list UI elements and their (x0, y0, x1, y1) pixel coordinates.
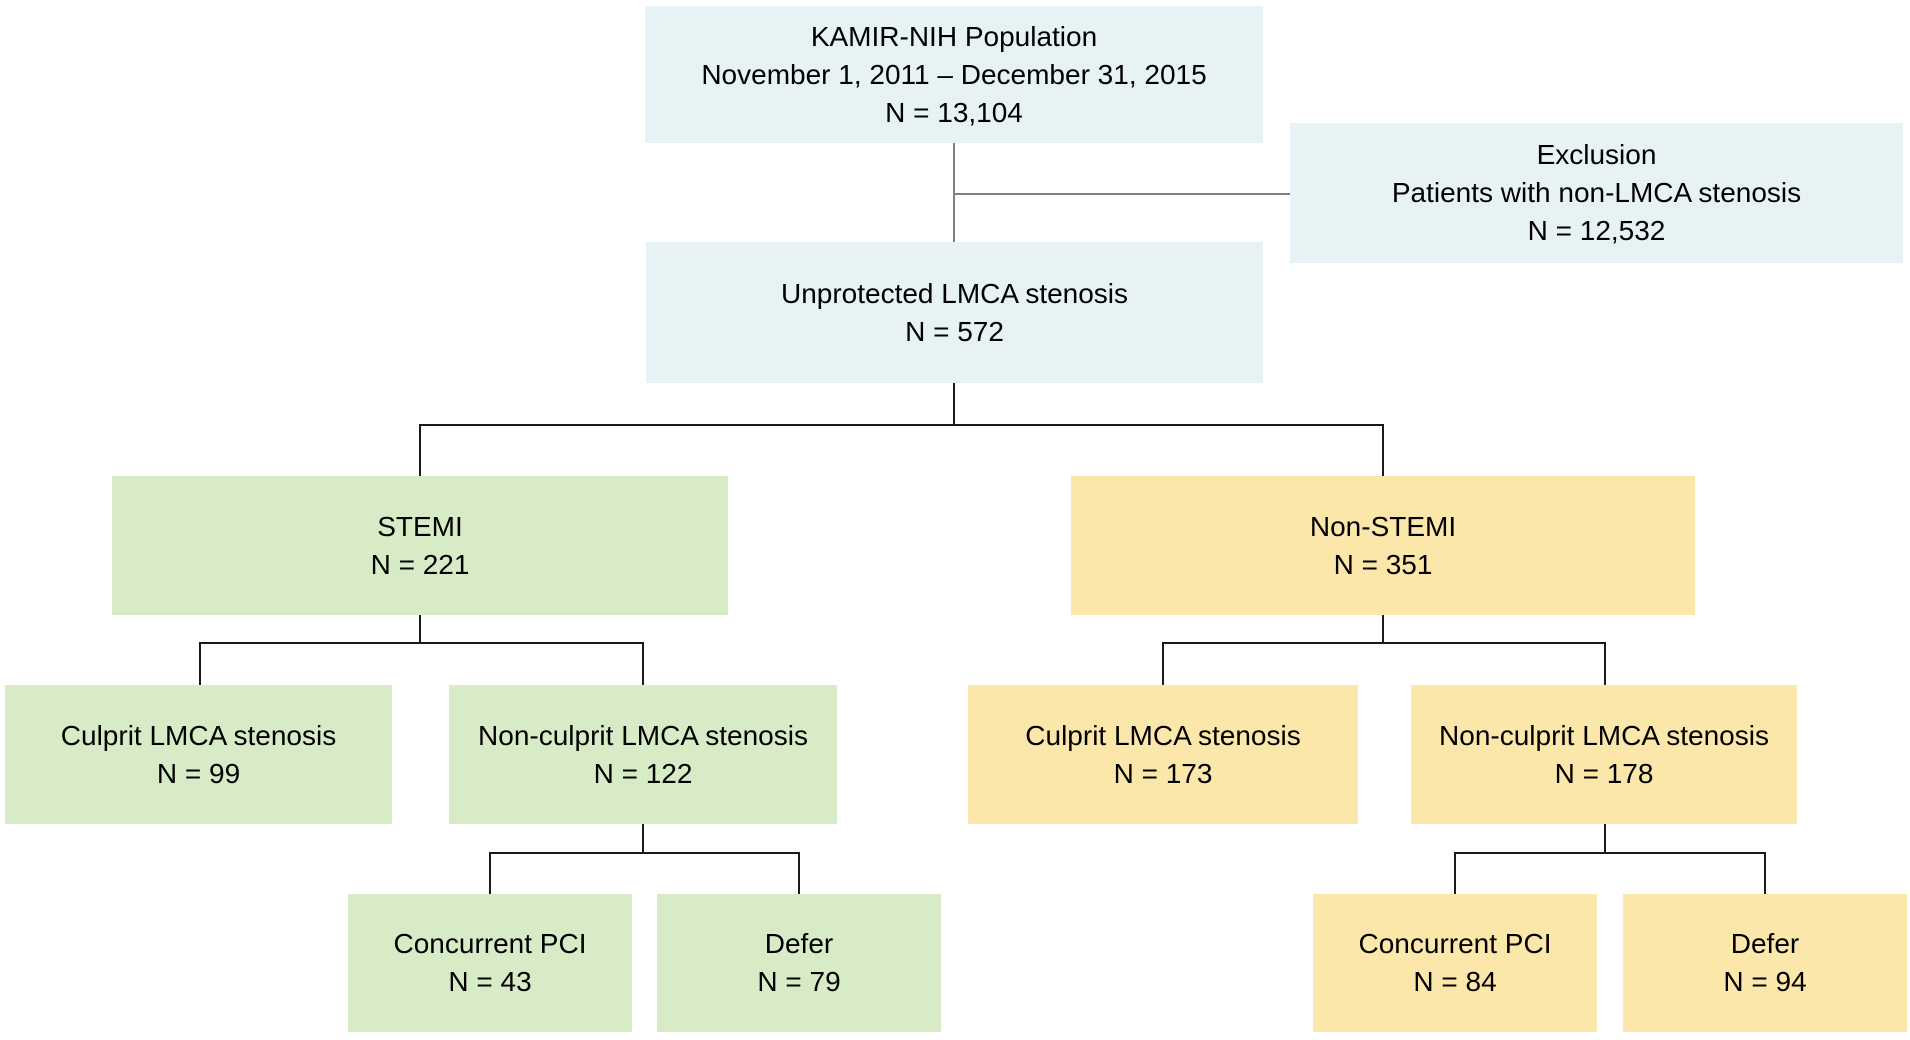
box-nonstemi-count: N = 351 (1333, 548, 1433, 580)
box-population: KAMIR-NIH Population November 1, 2011 – … (645, 6, 1263, 143)
box-concurrent-pci-nonstemi-count: N = 84 (1413, 966, 1497, 997)
connector-exclusion-branch (953, 193, 1290, 195)
box-unprotected-lmca: Unprotected LMCA stenosis N = 572 (646, 242, 1263, 383)
box-nonculprit-stemi: Non-culprit LMCA stenosis N = 122 (449, 685, 837, 824)
box-exclusion-reason: Patients with non-LMCA stenosis (1391, 177, 1802, 208)
box-culprit-nonstemi: Culprit LMCA stenosis N = 173 (968, 685, 1358, 824)
box-defer-nonstemi-count: N = 94 (1723, 966, 1807, 997)
box-concurrent-pci-stemi: Concurrent PCI N = 43 (348, 894, 632, 1032)
connector-to-stemi (419, 424, 421, 476)
box-defer-nonstemi: Defer N = 94 (1623, 894, 1907, 1032)
box-concurrent-pci-stemi-count: N = 43 (448, 966, 532, 997)
connector-level1-bracket (419, 424, 1384, 426)
connector-to-defer-nonstemi (1764, 852, 1766, 894)
box-culprit-stemi-title: Culprit LMCA stenosis (60, 719, 337, 751)
box-exclusion-count: N = 12,532 (1527, 215, 1666, 246)
box-population-dates: November 1, 2011 – December 31, 2015 (701, 58, 1207, 90)
box-culprit-stemi-count: N = 99 (156, 757, 241, 789)
connector-stemi-down (419, 615, 421, 644)
box-population-title: KAMIR-NIH Population (810, 20, 1098, 52)
box-stemi-title: STEMI (377, 510, 463, 542)
box-population-count: N = 13,104 (885, 96, 1023, 128)
box-culprit-nonstemi-count: N = 173 (1113, 757, 1213, 789)
box-nonstemi-title: Non-STEMI (1309, 510, 1457, 542)
connector-to-culprit-nonstemi (1162, 642, 1164, 685)
box-nonculprit-stemi-title: Non-culprit LMCA stenosis (478, 719, 808, 751)
connector-to-nonstemi (1382, 424, 1384, 476)
box-exclusion-title: Exclusion (1536, 139, 1657, 170)
connector-to-culprit-stemi (199, 642, 201, 685)
box-culprit-nonstemi-title: Culprit LMCA stenosis (1025, 719, 1301, 751)
connector-stemi-bracket (199, 642, 644, 644)
connector-nonculprit-stemi-down (642, 824, 644, 853)
box-unprotected-title: Unprotected LMCA stenosis (780, 277, 1129, 309)
box-concurrent-pci-nonstemi-title: Concurrent PCI (1358, 928, 1552, 959)
box-nonculprit-stemi-count: N = 122 (593, 757, 693, 789)
box-concurrent-pci-stemi-title: Concurrent PCI (393, 928, 587, 959)
box-nonstemi: Non-STEMI N = 351 (1071, 476, 1695, 615)
connector-nonstemi-pci-bracket (1454, 852, 1766, 854)
box-nonculprit-nonstemi-title: Non-culprit LMCA stenosis (1439, 719, 1769, 751)
connector-unprotected-down (953, 383, 955, 425)
box-defer-nonstemi-title: Defer (1730, 928, 1800, 959)
box-culprit-stemi: Culprit LMCA stenosis N = 99 (5, 685, 392, 824)
box-exclusion: Exclusion Patients with non-LMCA stenosi… (1290, 123, 1903, 263)
box-nonculprit-nonstemi: Non-culprit LMCA stenosis N = 178 (1411, 685, 1797, 824)
box-stemi-count: N = 221 (370, 548, 470, 580)
box-concurrent-pci-nonstemi: Concurrent PCI N = 84 (1313, 894, 1597, 1032)
connector-nonculprit-nonstemi-down (1604, 824, 1606, 853)
box-nonculprit-nonstemi-count: N = 178 (1554, 757, 1654, 789)
connector-to-nonculprit-nonstemi (1604, 642, 1606, 685)
connector-nonstemi-bracket (1162, 642, 1606, 644)
connector-nonstemi-down (1382, 615, 1384, 644)
connector-population-down (953, 143, 955, 242)
box-defer-stemi-title: Defer (764, 928, 834, 959)
connector-to-nonculprit-stemi (642, 642, 644, 685)
connector-to-pci-nonstemi (1454, 852, 1456, 894)
connector-to-defer-stemi (798, 852, 800, 894)
connector-to-pci-stemi (489, 852, 491, 894)
box-unprotected-count: N = 572 (905, 315, 1004, 347)
box-defer-stemi-count: N = 79 (757, 966, 841, 997)
box-stemi: STEMI N = 221 (112, 476, 728, 615)
connector-stemi-pci-bracket (489, 852, 800, 854)
box-defer-stemi: Defer N = 79 (657, 894, 941, 1032)
